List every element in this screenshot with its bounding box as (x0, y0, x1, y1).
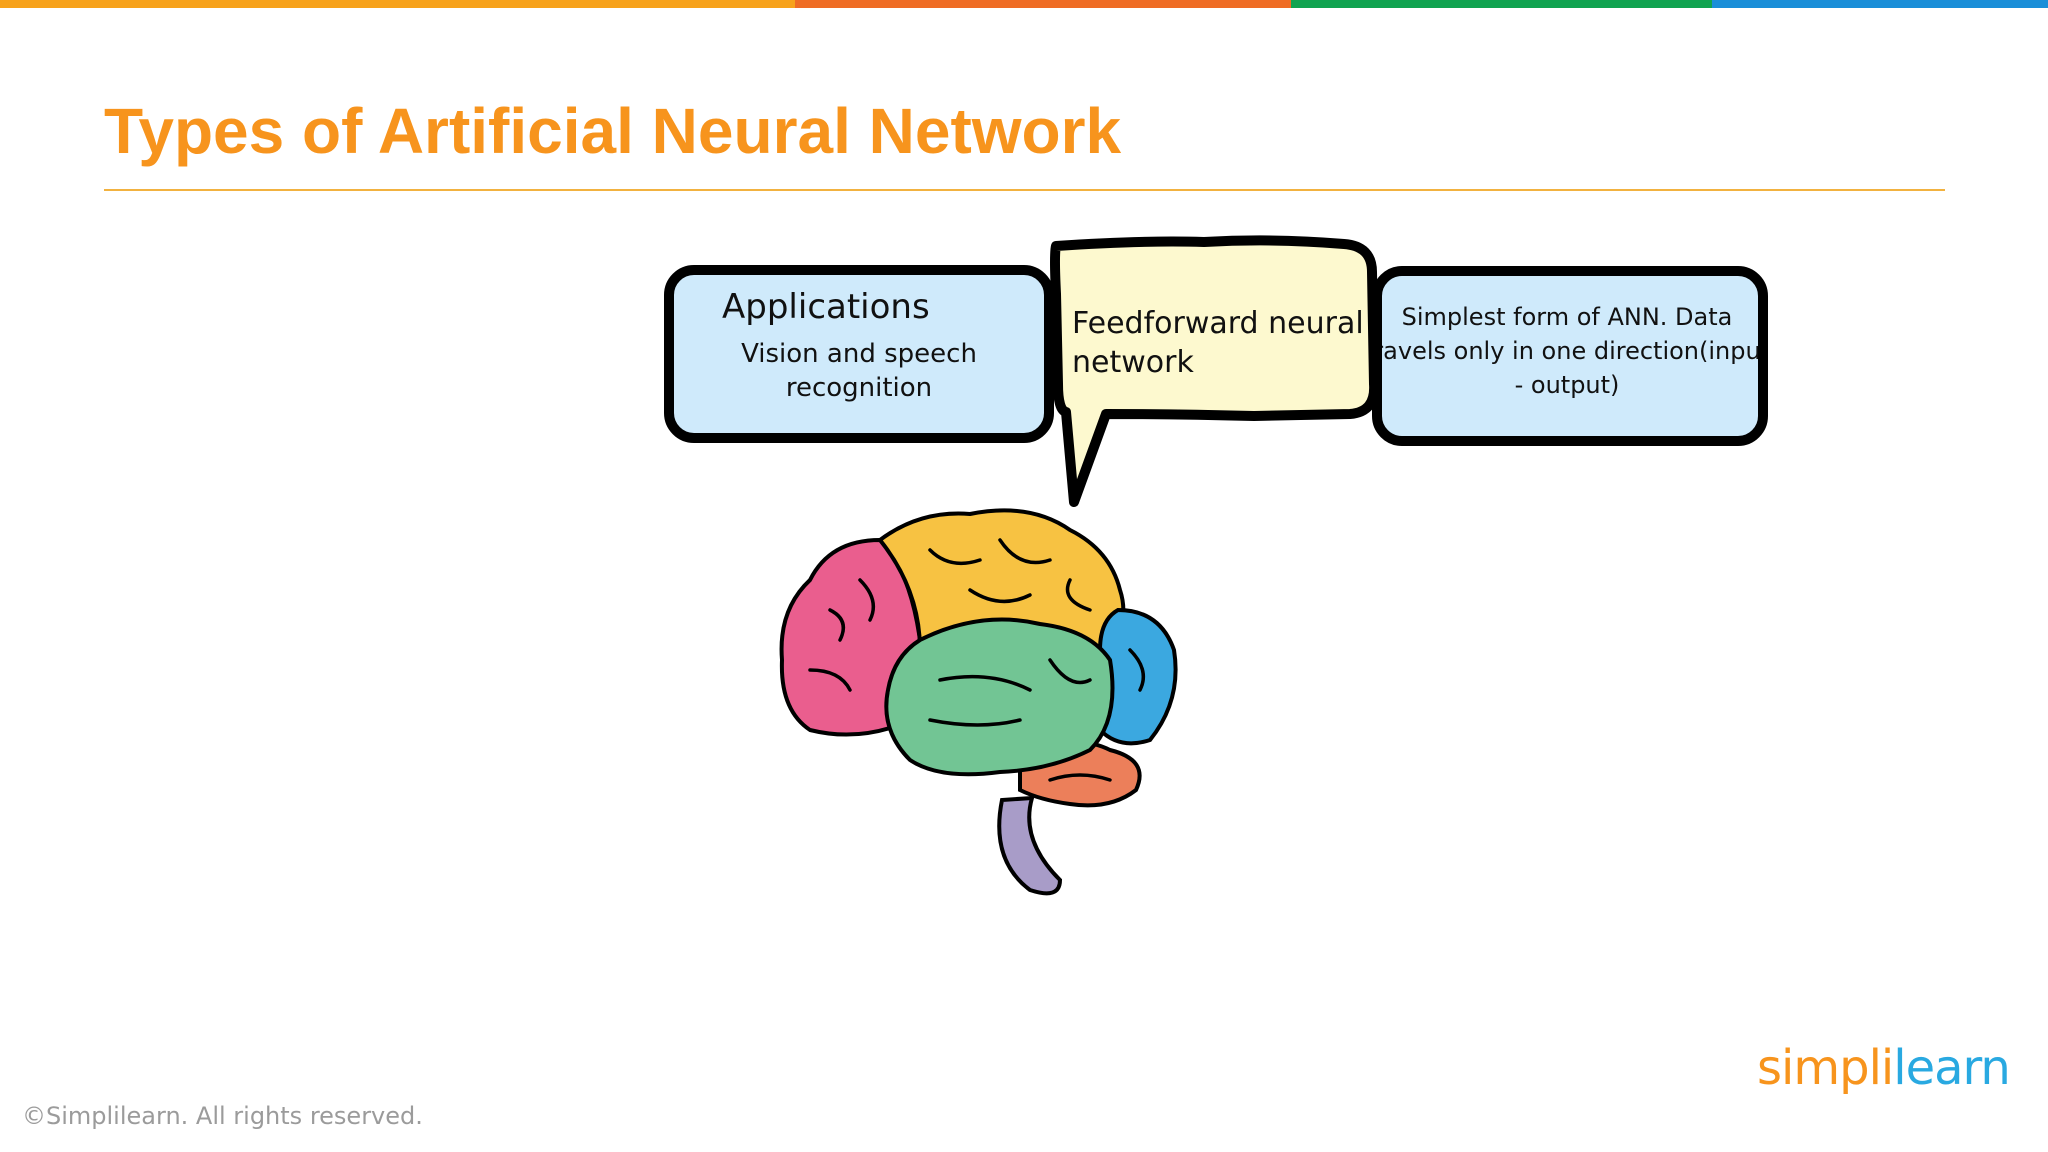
slide-title: Types of Artificial Neural Network (104, 95, 1122, 167)
speech-bubble-icon (1050, 235, 1380, 507)
brain-icon (779, 508, 1178, 896)
applications-heading: Applications (722, 287, 930, 327)
applications-description: Vision and speech recognition (674, 337, 1044, 405)
logo-part-simpl: simpl (1757, 1040, 1882, 1096)
applications-line-2: recognition (785, 373, 933, 403)
top-bar-segment-green (1291, 0, 1712, 8)
top-color-bar (0, 0, 2048, 8)
description-line-2: travels only in one direction(input (1372, 337, 1768, 365)
callout-text: Feedforward neural network (1072, 304, 1372, 382)
title-divider (104, 189, 1945, 191)
simplilearn-logo: simplilearn (1757, 1040, 2011, 1096)
description-text: Simplest form of ANN. Data travels only … (1372, 300, 1768, 402)
callout-line-2: network (1072, 345, 1194, 380)
description-box: Simplest form of ANN. Data travels only … (1372, 266, 1768, 446)
applications-box: Applications Vision and speech recogniti… (664, 265, 1054, 443)
logo-part-learn: learn (1893, 1040, 2011, 1096)
applications-line-1: Vision and speech (741, 339, 977, 369)
top-bar-segment-orange (0, 0, 795, 8)
top-bar-segment-blue (1712, 0, 2048, 8)
callout-line-1: Feedforward neural (1072, 306, 1364, 341)
logo-part-i: i (1880, 1040, 1894, 1096)
top-bar-segment-red-orange (795, 0, 1291, 8)
copyright-footer: ©Simplilearn. All rights reserved. (22, 1102, 423, 1130)
description-line-3: - output) (1514, 371, 1620, 399)
description-line-1: Simplest form of ANN. Data (1401, 303, 1733, 331)
